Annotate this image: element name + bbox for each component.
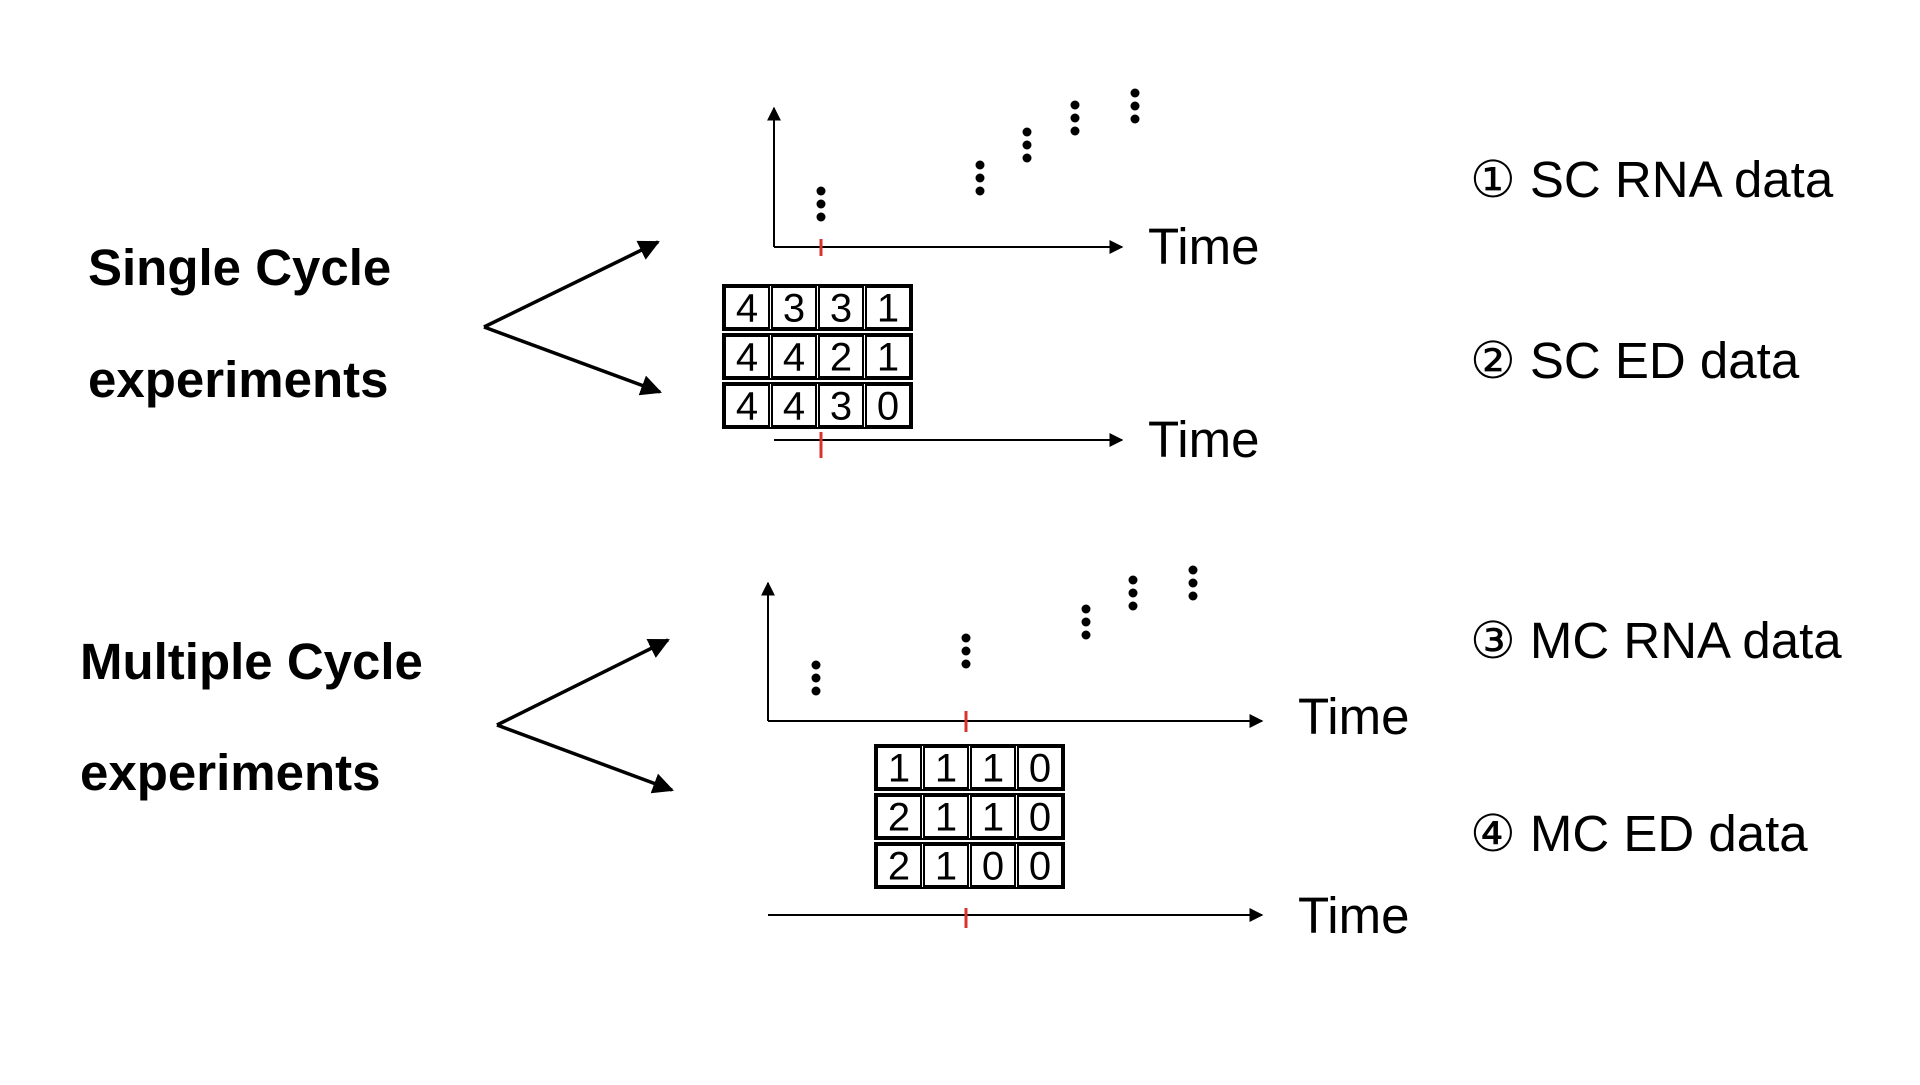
mc-ed-cell-value: 0	[1029, 796, 1051, 840]
mc-ed-cell	[876, 844, 922, 887]
sc-ed-cell-value: 4	[736, 336, 758, 380]
sc-ed-cell-value: 4	[783, 385, 805, 429]
mc-ed-cell	[1017, 844, 1063, 887]
mc-rna-ellipsis-4	[1128, 575, 1138, 611]
sc-ed-cell	[865, 384, 911, 427]
sc-ed-cell-value: 3	[783, 287, 805, 331]
sc-rna-ellipsis-3	[1022, 127, 1032, 163]
sc-ed-time-label: Time	[1148, 411, 1259, 468]
mc-ed-cell	[923, 844, 969, 887]
sc-ed-cell	[818, 384, 864, 427]
sc-ed-cell	[724, 384, 770, 427]
sc-ed-cell	[818, 286, 864, 329]
mc-rna-ellipsis-2	[961, 633, 971, 669]
sc-ed-cell-value: 4	[783, 336, 805, 380]
mc-rna-ellipsis-3	[1081, 604, 1091, 640]
sc-ed-cell	[771, 286, 817, 329]
sc-ed-cell	[771, 335, 817, 378]
mc-ed-cell-value: 1	[935, 845, 957, 889]
sc-ed-row-frame	[722, 333, 913, 380]
mc-ed-cell	[1017, 795, 1063, 838]
sc-rna-ellipsis-2	[975, 160, 985, 196]
mc-ed-cell	[923, 746, 969, 789]
mc-ed-cell-value: 1	[982, 747, 1004, 791]
mc-ed-cell-value: 1	[982, 796, 1004, 840]
sc-arrow-down	[483, 325, 662, 396]
sc-rna-ellipsis-4	[1070, 100, 1080, 136]
sc-ed-cell-value: 4	[736, 385, 758, 429]
sc-ed-cell-value: 1	[877, 336, 899, 380]
sc-ed-legend: ② SC ED data	[1470, 332, 1800, 389]
mc-rna-ellipsis-1	[811, 660, 821, 696]
sc-title-line1: Single Cycle	[88, 239, 391, 296]
mc-ed-cell-value: 0	[982, 845, 1004, 889]
mc-ed-cell	[970, 746, 1016, 789]
mc-ed-cell-value: 1	[888, 747, 910, 791]
mc-ed-row-frame	[874, 793, 1065, 840]
sc-ed-cell	[818, 335, 864, 378]
sc-ed-cell-value: 0	[877, 385, 899, 429]
mc-title-line1: Multiple Cycle	[80, 633, 423, 690]
sc-branch-arrows	[483, 240, 662, 396]
mc-ed-time-label: Time	[1298, 887, 1409, 944]
sc-ed-cell	[771, 384, 817, 427]
mc-ed-cell	[1017, 746, 1063, 789]
sc-ed-cell	[865, 335, 911, 378]
sc-rna-time-label: Time	[1148, 218, 1259, 275]
mc-arrow-down	[496, 723, 674, 794]
mc-rna-plot: Time	[761, 565, 1409, 745]
mc-rna-dots	[811, 565, 1198, 696]
sc-rna-ellipsis-1	[816, 186, 826, 222]
mc-rna-ellipsis-5	[1188, 565, 1198, 601]
sc-ed-cell-value: 3	[830, 385, 852, 429]
sc-ed-cell-value: 4	[736, 287, 758, 331]
sc-ed-cell-value: 1	[877, 287, 899, 331]
sc-rna-plot: Time	[767, 88, 1259, 275]
sc-ed-row-frame	[722, 382, 913, 429]
mc-ed-cell	[876, 746, 922, 789]
mc-ed-cell	[923, 795, 969, 838]
sc-arrow-up	[483, 240, 660, 329]
mc-ed-cell	[970, 844, 1016, 887]
mc-ed-cell	[876, 795, 922, 838]
mc-title-line2: experiments	[80, 744, 380, 801]
sc-rna-dots	[816, 88, 1140, 222]
mc-rna-time-label: Time	[1298, 688, 1409, 745]
mc-ed-cell-value: 0	[1029, 747, 1051, 791]
mc-ed-legend: ④ MC ED data	[1470, 805, 1808, 862]
mc-branch-arrows	[496, 638, 674, 794]
mc-ed-cell-value: 2	[888, 845, 910, 889]
mc-ed-cell-value: 2	[888, 796, 910, 840]
sc-ed-cell-value: 3	[830, 287, 852, 331]
mc-ed-cell-value: 1	[935, 747, 957, 791]
sc-ed-cell	[724, 286, 770, 329]
sc-rna-legend: ① SC RNA data	[1470, 151, 1834, 208]
mc-ed-cell-value: 1	[935, 796, 957, 840]
mc-ed-row-frame	[874, 842, 1065, 889]
sc-ed-row-frame	[722, 284, 913, 331]
mc-ed-cell-value: 0	[1029, 845, 1051, 889]
mc-ed-cell	[970, 795, 1016, 838]
mc-rna-legend: ③ MC RNA data	[1470, 612, 1842, 669]
sc-ed-cell	[724, 335, 770, 378]
mc-ed-row-frame	[874, 744, 1065, 791]
sc-rna-ellipsis-5	[1130, 88, 1140, 124]
sc-ed-cell-value: 2	[830, 336, 852, 380]
sc-ed-cell	[865, 286, 911, 329]
sc-title-line2: experiments	[88, 351, 388, 408]
mc-arrow-up	[496, 638, 670, 727]
